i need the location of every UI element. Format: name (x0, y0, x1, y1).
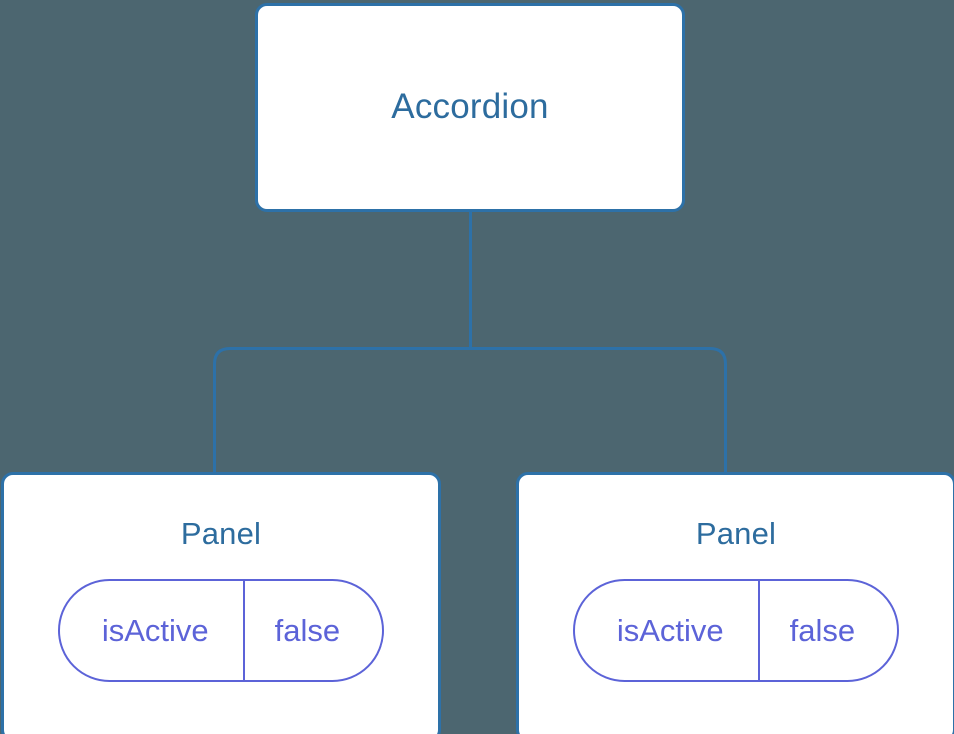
state-value: false (789, 613, 856, 649)
state-key: isActive (60, 581, 245, 681)
node-title: Panel (695, 516, 777, 551)
tree-node-panel-1[interactable]: Panel isActive false (1, 472, 441, 734)
state-value: false (274, 613, 341, 649)
node-title: Accordion (391, 87, 549, 127)
connector-branch-right (470, 347, 727, 473)
state-pill[interactable]: isActive false (572, 579, 900, 683)
connector-branch-left (213, 347, 471, 473)
state-key: isActive (575, 581, 760, 681)
tree-node-panel-2[interactable]: Panel isActive false (516, 472, 954, 734)
node-title: Panel (180, 516, 262, 551)
tree-node-accordion[interactable]: Accordion (255, 3, 685, 212)
state-pill[interactable]: isActive false (57, 579, 385, 683)
